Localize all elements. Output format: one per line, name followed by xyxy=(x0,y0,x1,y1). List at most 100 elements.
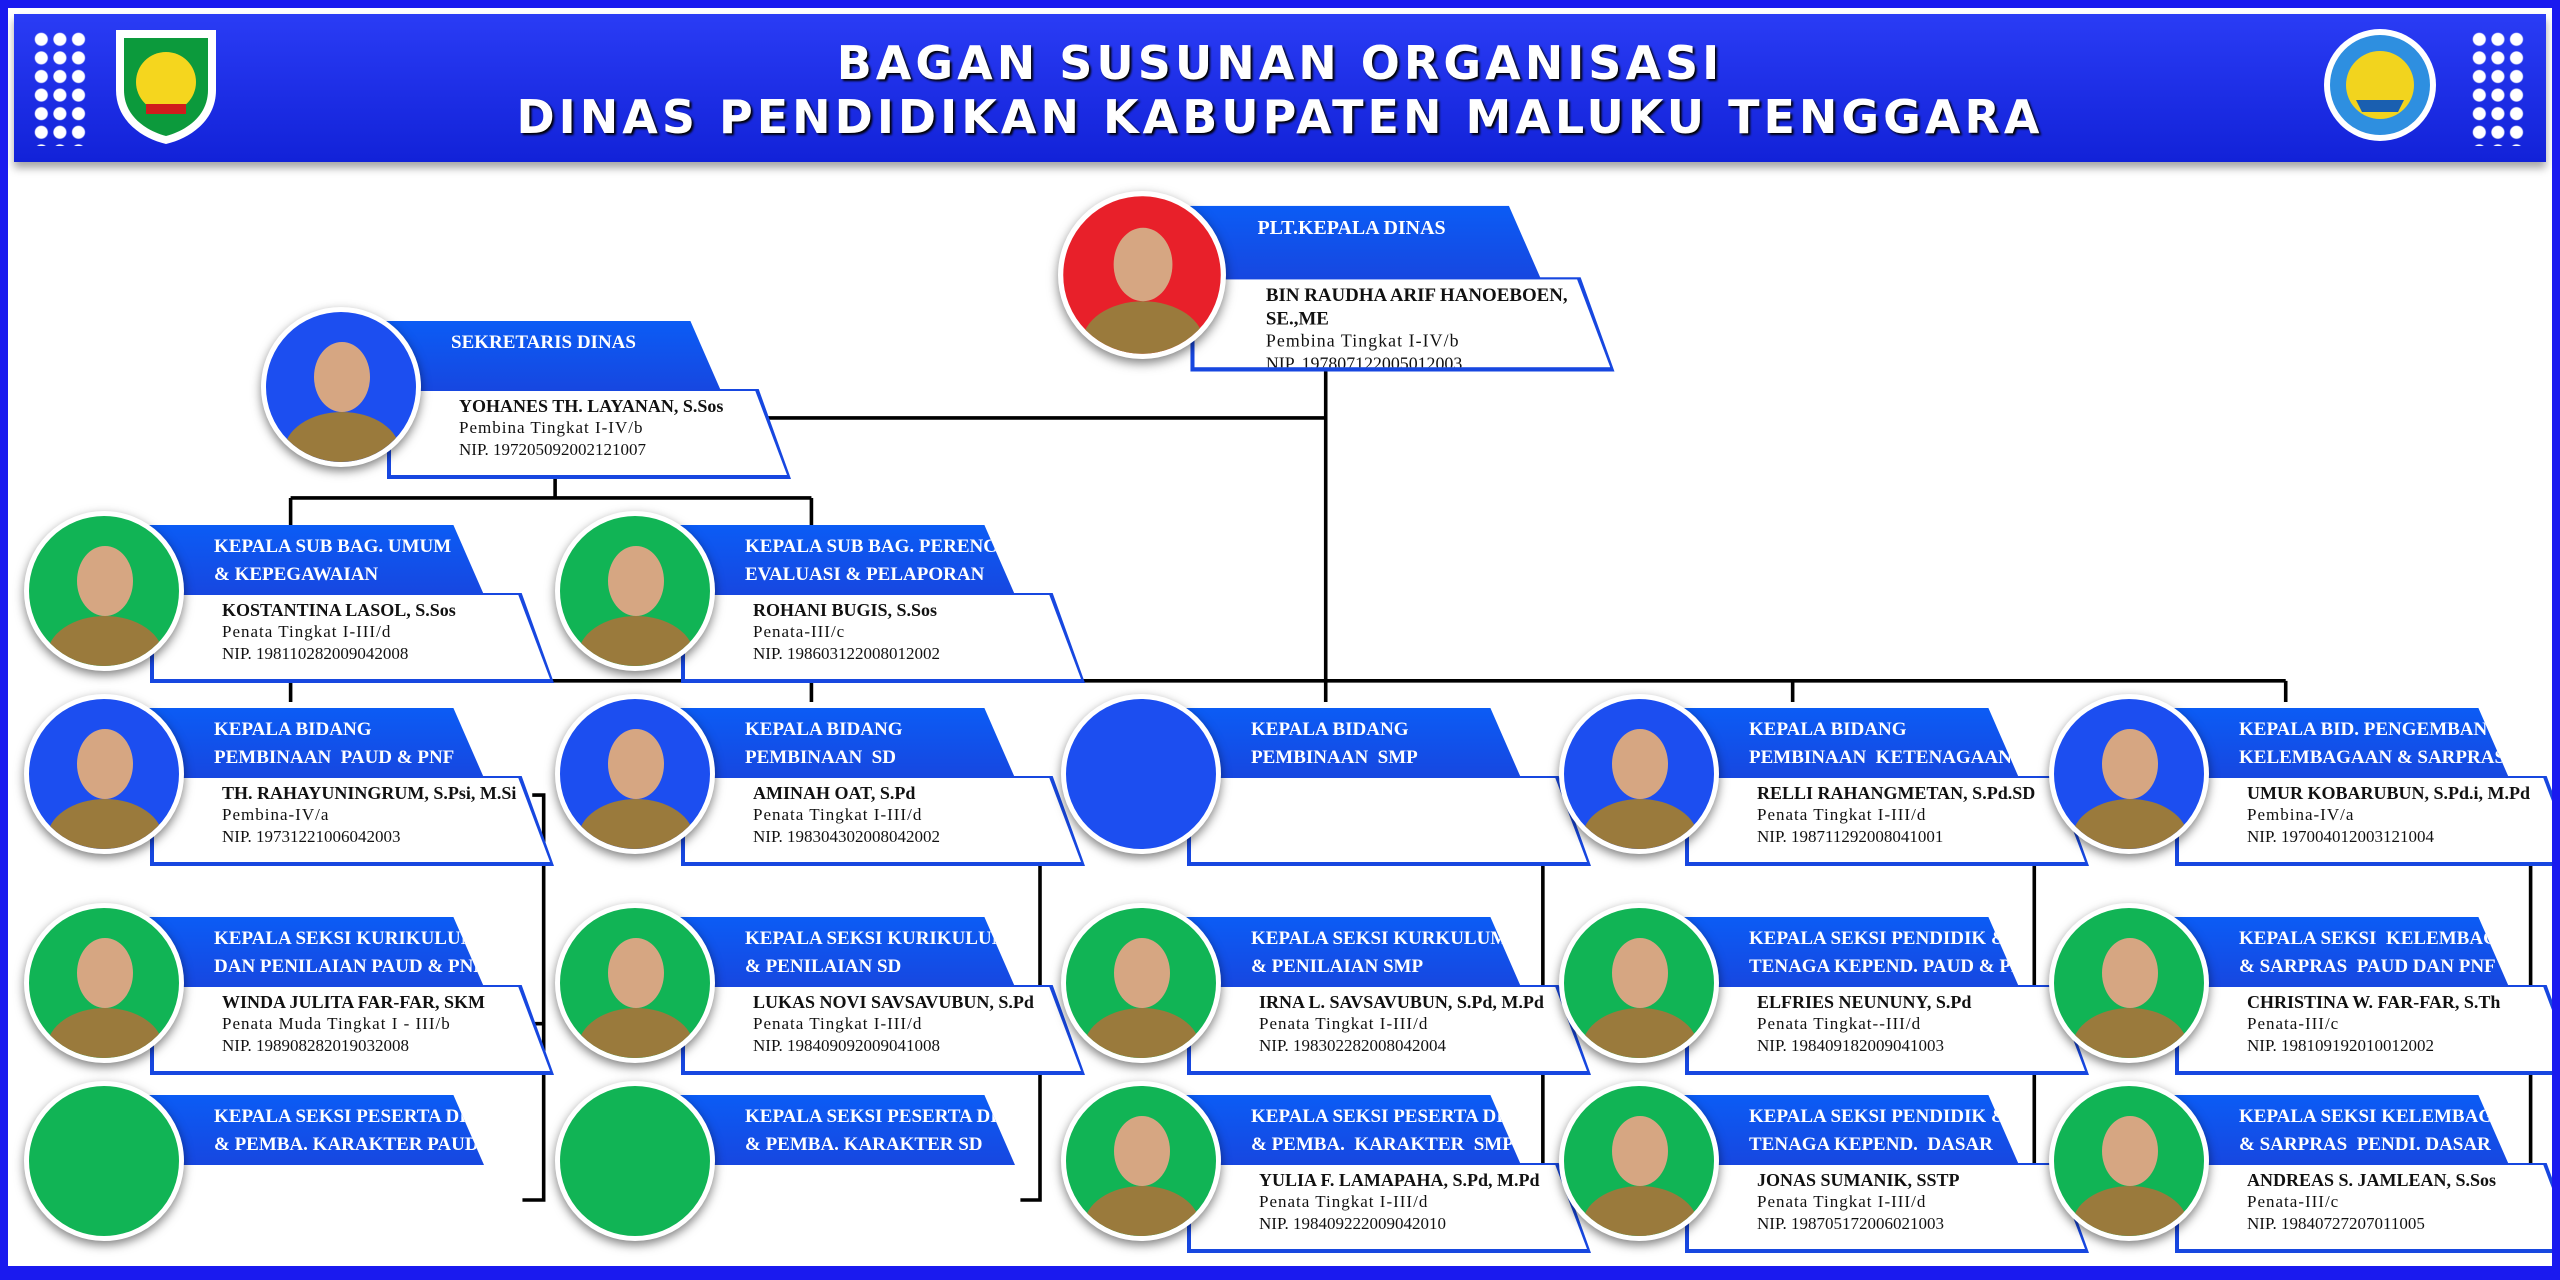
profile-photo xyxy=(1559,903,1719,1063)
person-grade: Penata Tingkat I-III/d xyxy=(1757,1192,1927,1211)
dots-decoration-left xyxy=(32,30,88,146)
person-grade: Penata Tingkat I-III/d xyxy=(1259,1192,1429,1211)
person-nip: NIP. 198304302008042002 xyxy=(753,827,941,846)
person-nip: NIP. 198409182009041003 xyxy=(1757,1036,1945,1055)
tut-wuri-handayani-logo xyxy=(2320,24,2436,146)
person-name: TH. RAHAYUNINGRUM, S.Psi, M.Si xyxy=(222,783,517,803)
org-card-seksi-pendidik-dasar: KEPALA SEKSI PENDIDIK & TENAGA KEPEND. D… xyxy=(1559,1081,2099,1256)
person-grade: Pembina-IV/a xyxy=(2247,805,2355,824)
profile-photo xyxy=(1559,1081,1719,1241)
person-grade: Pembina Tingkat I-IV/b xyxy=(459,418,644,437)
person-grade: Penata Tingkat--III/d xyxy=(1757,1014,1922,1033)
position-title: KEPALA SUB BAG. UMUM & KEPEGAWAIAN xyxy=(144,525,484,595)
header-banner: BAGAN SUSUNAN ORGANISASI DINAS PENDIDIKA… xyxy=(14,14,2546,162)
person-name: UMUR KOBARUBUN, S.Pd.i, M.Pd xyxy=(2247,783,2531,803)
position-title: SEKRETARIS DINAS xyxy=(381,321,721,391)
person-nip: NIP. 198711292008041001 xyxy=(1757,827,1944,846)
person-name: ROHANI BUGIS, S.Sos xyxy=(753,600,938,620)
person-nip: NIP. 19840727207011005 xyxy=(2247,1214,2425,1233)
person-nip: NIP. 198603122008012002 xyxy=(753,644,941,663)
person-nip: NIP. 198110282009042008 xyxy=(222,644,409,663)
person-grade: Penata Tingkat I-III/d xyxy=(753,1014,923,1033)
person-grade: Penata Tingkat I-III/d xyxy=(753,805,923,824)
profile-photo xyxy=(2049,1081,2209,1241)
person-grade: Pembina-IV/a xyxy=(222,805,330,824)
org-card-seksi-kurikulum-paud: KEPALA SEKSI KURIKULUM DAN PENILAIAN PAU… xyxy=(24,903,564,1078)
org-card-seksi-kurikulum-smp: KEPALA SEKSI KURKULUM & PENILAIAN SMP IRN… xyxy=(1061,903,1601,1078)
person-grade: Penata Muda Tingkat I - III/b xyxy=(222,1014,451,1033)
position-title: KEPALA SEKSI PENDIDIK & TENAGA KEPEND. P… xyxy=(1679,917,2019,987)
position-title: KEPALA SEKSI PESERTA DIDIK & PEMBA. KARA… xyxy=(675,1095,1015,1165)
person-nip: NIP. 197004012003121004 xyxy=(2247,827,2435,846)
position-title: KEPALA BIDANG PEMBINAAN PAUD & PNF xyxy=(144,708,484,778)
position-title: KEPALA SEKSI KURIKULUM & PENILAIAN SD xyxy=(675,917,1015,987)
position-title: KEPALA BIDANG PEMBINAAN KETENAGAAN xyxy=(1679,708,2019,778)
position-title: KEPALA SEKSI PESERTA DIDIK & PEMBA. KARA… xyxy=(144,1095,484,1165)
profile-photo xyxy=(1559,694,1719,854)
person-name: YOHANES TH. LAYANAN, S.Sos xyxy=(459,396,724,416)
position-title: KEPALA SEKSI KURIKULUM DAN PENILAIAN PAU… xyxy=(144,917,484,987)
org-card-bidang-smp: KEPALA BIDANG PEMBINAAN SMP xyxy=(1061,694,1601,869)
profile-photo xyxy=(1061,903,1221,1063)
person-name: ELFRIES NEUNUNY, S.Pd xyxy=(1757,992,1972,1012)
profile-photo xyxy=(24,694,184,854)
person-grade: Penata-III/c xyxy=(2247,1192,2340,1211)
position-title: KEPALA BID. PENGEMBANGAN KELEMBAGAAN & S… xyxy=(2169,708,2509,778)
profile-photo xyxy=(555,903,715,1063)
profile-photo xyxy=(261,307,421,467)
person-name: IRNA L. SAVSAVUBUN, S.Pd, M.Pd xyxy=(1259,992,1544,1012)
person-nip: NIP. 198409222009042010 xyxy=(1259,1214,1447,1233)
org-card-seksi-peserta-sd: KEPALA SEKSI PESERTA DIDIK & PEMBA. KARA… xyxy=(555,1081,1095,1256)
person-name: BIN RAUDHA ARIF HANOEBOEN, SE.,ME xyxy=(1265,284,1568,329)
org-card-seksi-peserta-smp: KEPALA SEKSI PESERTA DIDIK & PEMBA. KARA… xyxy=(1061,1081,1601,1256)
position-title: PLT.KEPALA DINAS xyxy=(1184,205,1541,280)
profile-photo xyxy=(555,1081,715,1241)
profile-photo xyxy=(2049,694,2209,854)
org-card-seksi-peserta-paud: KEPALA SEKSI PESERTA DIDIK & PEMBA. KARA… xyxy=(24,1081,564,1256)
profile-photo xyxy=(555,511,715,671)
position-title: KEPALA BIDANG PEMBINAAN SD xyxy=(675,708,1015,778)
position-title: KEPALA SEKSI PESERTA DIDIK & PEMBA. KARA… xyxy=(1181,1095,1521,1165)
profile-photo xyxy=(1061,1081,1221,1241)
person-grade: Penata-III/c xyxy=(753,622,846,641)
person-nip: NIP. 198302282008042004 xyxy=(1259,1036,1447,1055)
person-grade: Penata Tingkat I-III/d xyxy=(222,622,392,641)
person-grade: Pembina Tingkat I-IV/b xyxy=(1265,330,1460,351)
page-title-line1: BAGAN SUSUNAN ORGANISASI xyxy=(836,36,1724,90)
person-name: LUKAS NOVI SAVSAVUBUN, S.Pd xyxy=(753,992,1034,1012)
profile-photo xyxy=(1061,694,1221,854)
page-title-line2: DINAS PENDIDIKAN KABUPATEN MALUKU TENGGA… xyxy=(516,90,2044,144)
org-card-bidang-kelembagaan: KEPALA BID. PENGEMBANGAN KELEMBAGAAN & S… xyxy=(2049,694,2560,869)
person-nip: NIP. 197205092002121007 xyxy=(459,440,647,459)
profile-photo xyxy=(555,694,715,854)
position-title: KEPALA SEKSI KURKULUM & PENILAIAN SMP xyxy=(1181,917,1521,987)
profile-photo xyxy=(24,511,184,671)
person-nip: NIP. 198705172006021003 xyxy=(1757,1214,1945,1233)
person-nip: NIP. 197807122005012003 xyxy=(1265,353,1463,374)
profile-photo xyxy=(1058,191,1226,359)
profile-photo xyxy=(24,1081,184,1241)
profile-photo xyxy=(24,903,184,1063)
person-nip: NIP. 198409092009041008 xyxy=(753,1036,941,1055)
person-name: CHRISTINA W. FAR-FAR, S.Th xyxy=(2247,992,2501,1012)
person-name: AMINAH OAT, S.Pd xyxy=(753,783,916,803)
maluku-tenggara-logo xyxy=(110,24,222,146)
